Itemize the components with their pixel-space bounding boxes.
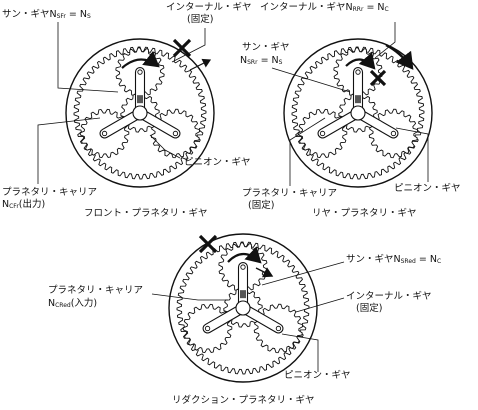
label-internal-fixed-front: (固定) (187, 14, 214, 25)
leader-sun-rear (271, 67, 351, 93)
label-pinion-gear-front: ピニオン・ギヤ (184, 157, 251, 168)
fixed-x-mark (198, 234, 218, 254)
carrier-arrow (255, 267, 274, 278)
rear-planetary-gear-set (283, 38, 433, 188)
sun-rotation-arrow (345, 52, 376, 70)
fixed-x-mark (172, 38, 192, 58)
leader-lines (37, 22, 429, 372)
label-sun-gear-rear: サン・ギヤ (242, 42, 290, 53)
label-pinion-gear-rear: ピニオン・ギヤ (394, 183, 461, 194)
leader-carrier-reduction (151, 293, 228, 301)
sun-rotation-arrow (227, 246, 262, 264)
label-internal-gear-rear: インターナル・ギヤNRRr = NC (260, 2, 389, 13)
internal-arrow (189, 58, 212, 71)
label-carrier-rear: プラネタリ・キャリア (242, 188, 338, 199)
label-internal-gear-front: インターナル・ギヤ (166, 2, 252, 13)
fixed-x-mark (369, 69, 387, 87)
internal-rotation-arrow (385, 43, 414, 70)
leader-pinion-reduction (281, 333, 319, 372)
leader-pinion-front (149, 134, 181, 159)
sun-gear-hub (355, 95, 361, 104)
sun-gear-hub (137, 95, 143, 104)
label-carrier-reduction: プラネタリ・キャリア (48, 285, 144, 296)
leader-sun-reduction (261, 261, 345, 286)
caption-reduction: リダクション・プラネタリ・ギヤ (172, 395, 315, 406)
label-sun-speed-rear: NSRr = NS (240, 55, 283, 66)
label-carrier-fixed-rear: (固定) (248, 200, 275, 211)
caption-front: フロント・プラネタリ・ギヤ (84, 208, 208, 219)
leader-carrier-rear (289, 117, 326, 186)
sun-gear-hub (240, 290, 246, 299)
label-internal-fixed-reduction: (固定) (356, 303, 383, 314)
label-sun-gear-reduction: サン・ギヤNSRed = NC (346, 254, 442, 265)
label-pinion-gear-reduction: ピニオン・ギヤ (284, 370, 351, 381)
leader-carrier-front (37, 117, 101, 184)
reduction-planetary-gear-set (168, 233, 318, 383)
leader-sun-front (57, 22, 119, 93)
caption-rear: リヤ・プラネタリ・ギヤ (312, 208, 417, 219)
leader-pinion-rear (395, 127, 429, 182)
leader-internal-front (171, 28, 206, 63)
sun-rotation-arrow (121, 50, 160, 69)
label-carrier-output-front: NCFr(出力) (2, 199, 46, 210)
label-carrier-input-reduction: NCRed(入力) (48, 298, 98, 309)
leader-internal-reduction (295, 297, 345, 313)
label-sun-gear-front: サン・ギヤNSFr = NS (2, 9, 91, 20)
label-carrier-front: プラネタリ・キャリア (2, 187, 98, 198)
leader-internal-rear (374, 22, 396, 59)
label-internal-gear-reduction: インターナル・ギヤ (346, 291, 432, 302)
front-planetary-gear-set (65, 38, 215, 188)
